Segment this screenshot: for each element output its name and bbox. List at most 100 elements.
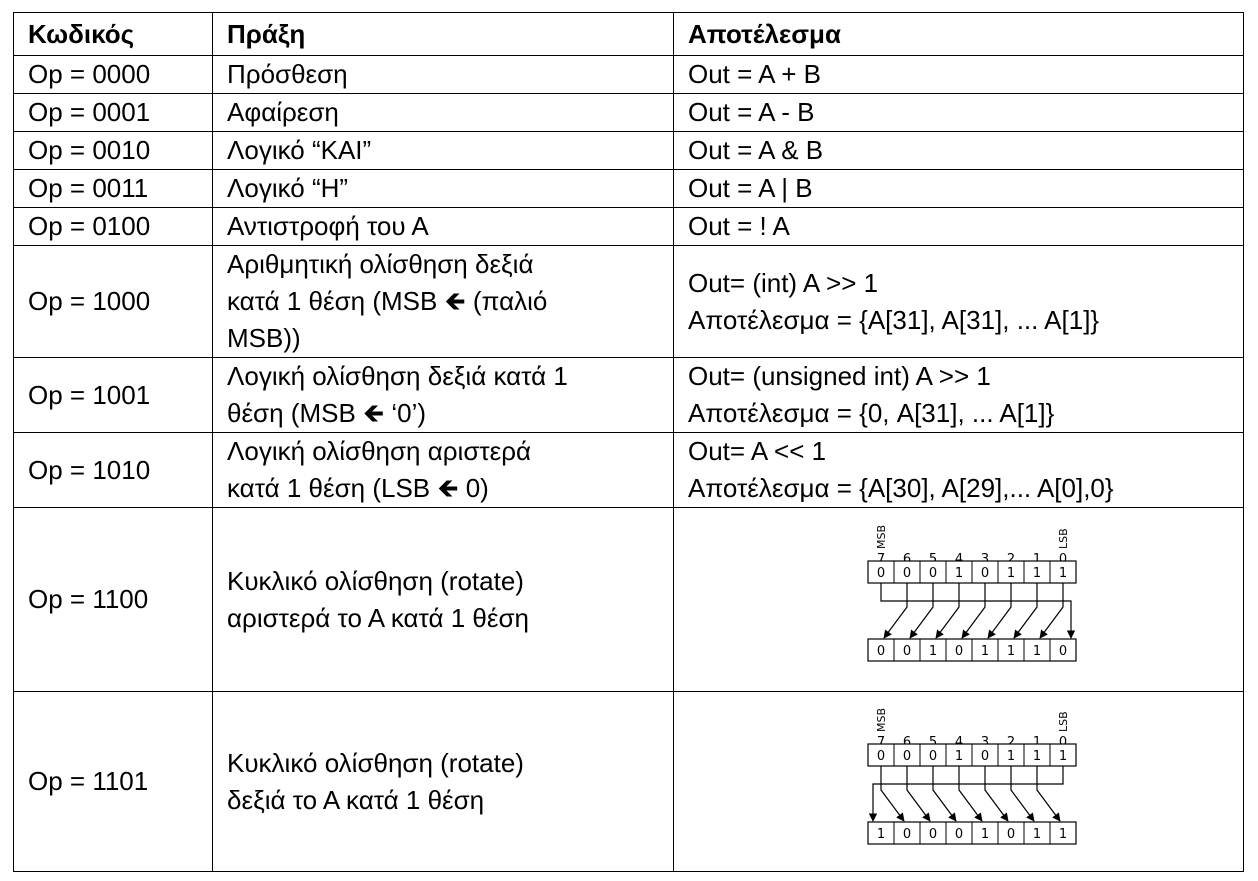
output-bit: 1 [1032, 827, 1040, 842]
shift-arrow [960, 582, 986, 639]
table-row: Op = 1010 Λογική ολίσθηση αριστερά κατά … [13, 432, 1244, 508]
header-code: Κωδικός [13, 12, 213, 56]
output-bit: 0 [954, 827, 962, 842]
table-row: Op = 0011 Λογικό “Η” Out = A | B [13, 169, 1244, 208]
shift-arrow [905, 765, 931, 822]
bit-index-label: 0 [1058, 735, 1066, 750]
action-cell: Λογικό “Η” [212, 169, 674, 208]
code-cell: Op = 0010 [13, 131, 213, 170]
result-cell: Out = ! A [673, 207, 1244, 246]
action-line: αριστερά το Α κατά 1 θέση [227, 602, 529, 633]
action-cell: Λογικό “ΚΑΙ” [212, 131, 674, 170]
bit-index-label: 4 [954, 552, 962, 567]
wrap-arrow [879, 582, 1075, 639]
result-line: Αποτέλεσμα = {A[30], A[29],... A[0],0} [688, 473, 1114, 503]
action-cell: Αντιστροφή του Α [212, 207, 674, 246]
action-line: Αφαίρεση [227, 97, 339, 127]
table-row: Op = 1100 Κυκλικό ολίσθηση (rotate) αρισ… [13, 507, 1244, 692]
result-cell: Out = A + B [673, 55, 1244, 94]
result-line: Out= A << 1 [688, 436, 827, 466]
msb-label: MSB [875, 524, 888, 548]
result-cell: Out= (unsigned int) A >> 1 Αποτέλεσμα = … [673, 357, 1244, 433]
header-result: Αποτέλεσμα [673, 12, 1244, 56]
action-cell: Λογική ολίσθηση δεξιά κατά 1 θέση (MSB 🡸… [212, 357, 674, 433]
result-cell: Out= (int) A >> 1 Αποτέλεσμα = {A[31], A… [673, 245, 1244, 358]
result-line: Out = A + B [688, 59, 821, 89]
shift-arrow [879, 765, 905, 822]
lsb-label: LSB [1057, 528, 1070, 549]
result-line: Out = A | B [688, 173, 813, 203]
input-bit: 0 [902, 749, 910, 764]
code-cell: Op = 0100 [13, 207, 213, 246]
shift-arrow [934, 582, 960, 639]
header-action: Πράξη [212, 12, 674, 56]
input-bit: 1 [954, 566, 962, 581]
action-line: Λογικό “ΚΑΙ” [227, 135, 372, 165]
output-bit: 0 [954, 644, 962, 659]
output-bit: 1 [980, 644, 988, 659]
action-line: Αριθμητική ολίσθηση δεξιά [227, 249, 534, 279]
output-bit: 0 [1006, 827, 1014, 842]
bit-index-label: 3 [980, 552, 988, 567]
bit-index-label: 6 [902, 735, 910, 750]
output-bit: 1 [876, 827, 884, 842]
shift-arrow [882, 582, 908, 639]
result-cell: Out= A << 1 Αποτέλεσμα = {A[30], A[29],.… [673, 432, 1244, 508]
input-bit: 1 [1058, 566, 1066, 581]
action-cell: Λογική ολίσθηση αριστερά κατά 1 θέση (LS… [212, 432, 674, 508]
shift-arrow [986, 582, 1012, 639]
bit-index-label: 1 [1032, 552, 1040, 567]
output-bit: 0 [876, 644, 884, 659]
shift-arrow [1038, 582, 1064, 639]
action-cell: Αφαίρεση [212, 93, 674, 132]
bit-index-label: 3 [980, 735, 988, 750]
wrap-arrow [868, 765, 1064, 822]
input-bit: 0 [980, 566, 988, 581]
action-line: Λογική ολίσθηση αριστερά [227, 436, 532, 466]
header-row: Κωδικός Πράξη Αποτέλεσμα [13, 12, 1244, 56]
action-line: κατά 1 θέση (MSB 🡸 (παλιό [227, 286, 548, 316]
input-bit: 1 [1032, 749, 1040, 764]
result-cell: Out = A & B [673, 131, 1244, 170]
action-cell: Αριθμητική ολίσθηση δεξιά κατά 1 θέση (M… [212, 245, 674, 358]
input-bit: 0 [928, 749, 936, 764]
input-bit: 0 [902, 566, 910, 581]
code-cell: Op = 1010 [13, 432, 213, 508]
input-bit: 0 [980, 749, 988, 764]
bit-index-label: 1 [1032, 735, 1040, 750]
bit-index-label: 0 [1058, 552, 1066, 567]
action-line: κατά 1 θέση (LSB 🡸 0) [227, 473, 489, 503]
output-bit: 1 [928, 644, 936, 659]
action-cell: Πρόσθεση [212, 55, 674, 94]
action-line: Λογική ολίσθηση δεξιά κατά 1 [227, 361, 568, 391]
result-line: Out = A - B [688, 97, 815, 127]
output-bit: 0 [928, 827, 936, 842]
bit-index-label: 7 [876, 552, 884, 567]
input-bit: 1 [1006, 566, 1014, 581]
output-bit: 1 [1006, 644, 1014, 659]
input-bit: 1 [954, 749, 962, 764]
action-line: θέση (MSB 🡸 ‘0’) [227, 398, 427, 428]
action-line: Αντιστροφή του Α [227, 211, 429, 241]
shift-arrow [908, 582, 934, 639]
bit-index-label: 2 [1006, 735, 1014, 750]
code-cell: Op = 0001 [13, 93, 213, 132]
input-bit: 1 [1006, 749, 1014, 764]
shift-arrow [1035, 765, 1061, 822]
alu-operations-table: Κωδικός Πράξη Αποτέλεσμα Op = 0000 Πρόσθ… [13, 12, 1244, 872]
shift-arrow [983, 765, 1009, 822]
result-line: Out= (int) A >> 1 [688, 267, 879, 298]
input-bit: 1 [1058, 749, 1066, 764]
lsb-label: LSB [1057, 711, 1070, 732]
bit-index-label: 7 [876, 735, 884, 750]
result-line: Αποτέλεσμα = {0, A[31], ... A[1]} [688, 398, 1055, 428]
action-line: Λογικό “Η” [227, 173, 349, 203]
result-line: Out = ! A [688, 211, 790, 241]
input-bit: 1 [1032, 566, 1040, 581]
shift-arrow [1009, 765, 1035, 822]
code-cell: Op = 0011 [13, 169, 213, 208]
code-cell: Op = 0000 [13, 55, 213, 94]
result-line: Out = A & B [688, 135, 824, 165]
